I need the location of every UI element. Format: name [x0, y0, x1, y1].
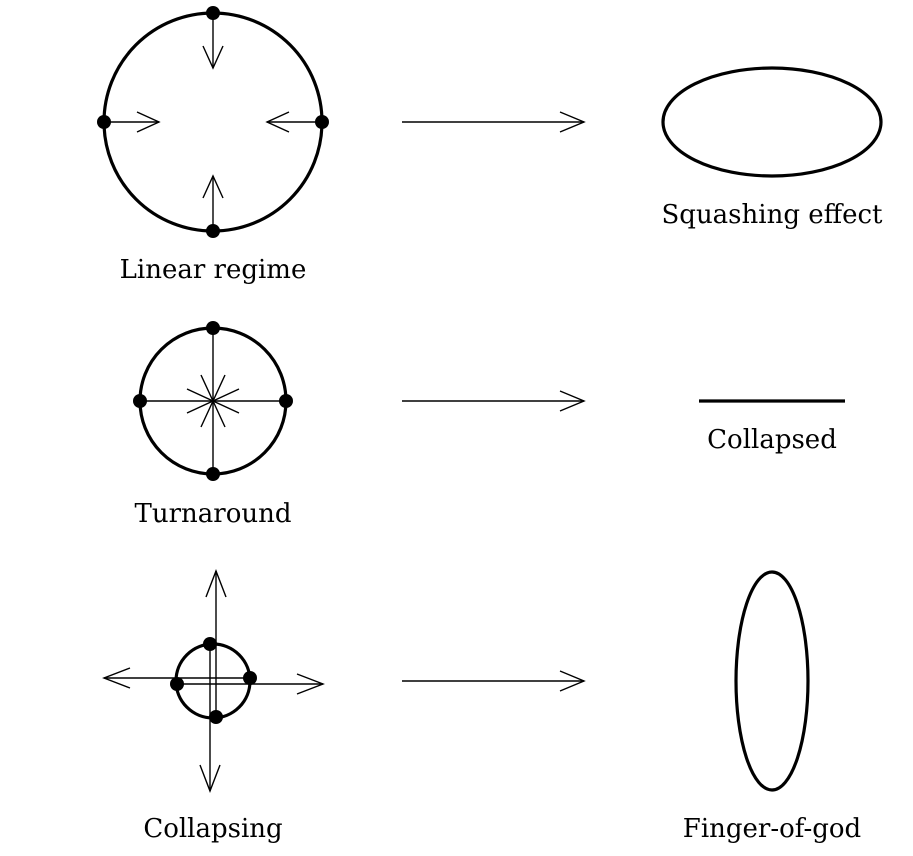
row3-transition-arrow	[402, 670, 586, 692]
linear-regime-label: Linear regime	[120, 255, 307, 285]
turnaround-label: Turnaround	[135, 499, 292, 529]
turnaround-figure: Turnaround	[133, 321, 293, 529]
squashed-ellipse	[661, 66, 883, 178]
finger-of-god-label: Finger-of-god	[683, 814, 861, 844]
row1-transition-arrow	[402, 111, 586, 133]
elongated-ellipse	[734, 570, 810, 792]
turnaround-converging-arrows	[140, 328, 286, 474]
galaxy-dot	[206, 6, 220, 20]
collapsing-figure: Collapsing	[102, 569, 325, 844]
linear-regime-inward-arrows	[104, 13, 322, 231]
squashing-effect-figure: Squashing effect	[661, 66, 883, 230]
collapsing-label: Collapsing	[143, 814, 282, 844]
galaxy-dot	[203, 637, 217, 651]
squashing-effect-label: Squashing effect	[661, 200, 883, 230]
galaxy-dot	[206, 224, 220, 238]
collapsing-circle	[174, 642, 252, 720]
collapsed-label: Collapsed	[707, 425, 837, 455]
galaxy-dot	[315, 115, 329, 129]
galaxy-dot	[133, 394, 147, 408]
galaxy-dot	[170, 677, 184, 691]
galaxy-dot	[206, 467, 220, 481]
galaxy-dot	[97, 115, 111, 129]
galaxy-dot	[209, 710, 223, 724]
row2-transition-arrow	[402, 390, 586, 412]
finger-of-god-figure: Finger-of-god	[683, 570, 861, 844]
linear-regime-figure: Linear regime	[97, 6, 329, 285]
galaxy-dot	[206, 321, 220, 335]
collapsing-outward-arrows	[102, 569, 325, 793]
galaxy-dot	[279, 394, 293, 408]
collapsed-figure: Collapsed	[699, 399, 845, 455]
galaxy-dot	[243, 671, 257, 685]
